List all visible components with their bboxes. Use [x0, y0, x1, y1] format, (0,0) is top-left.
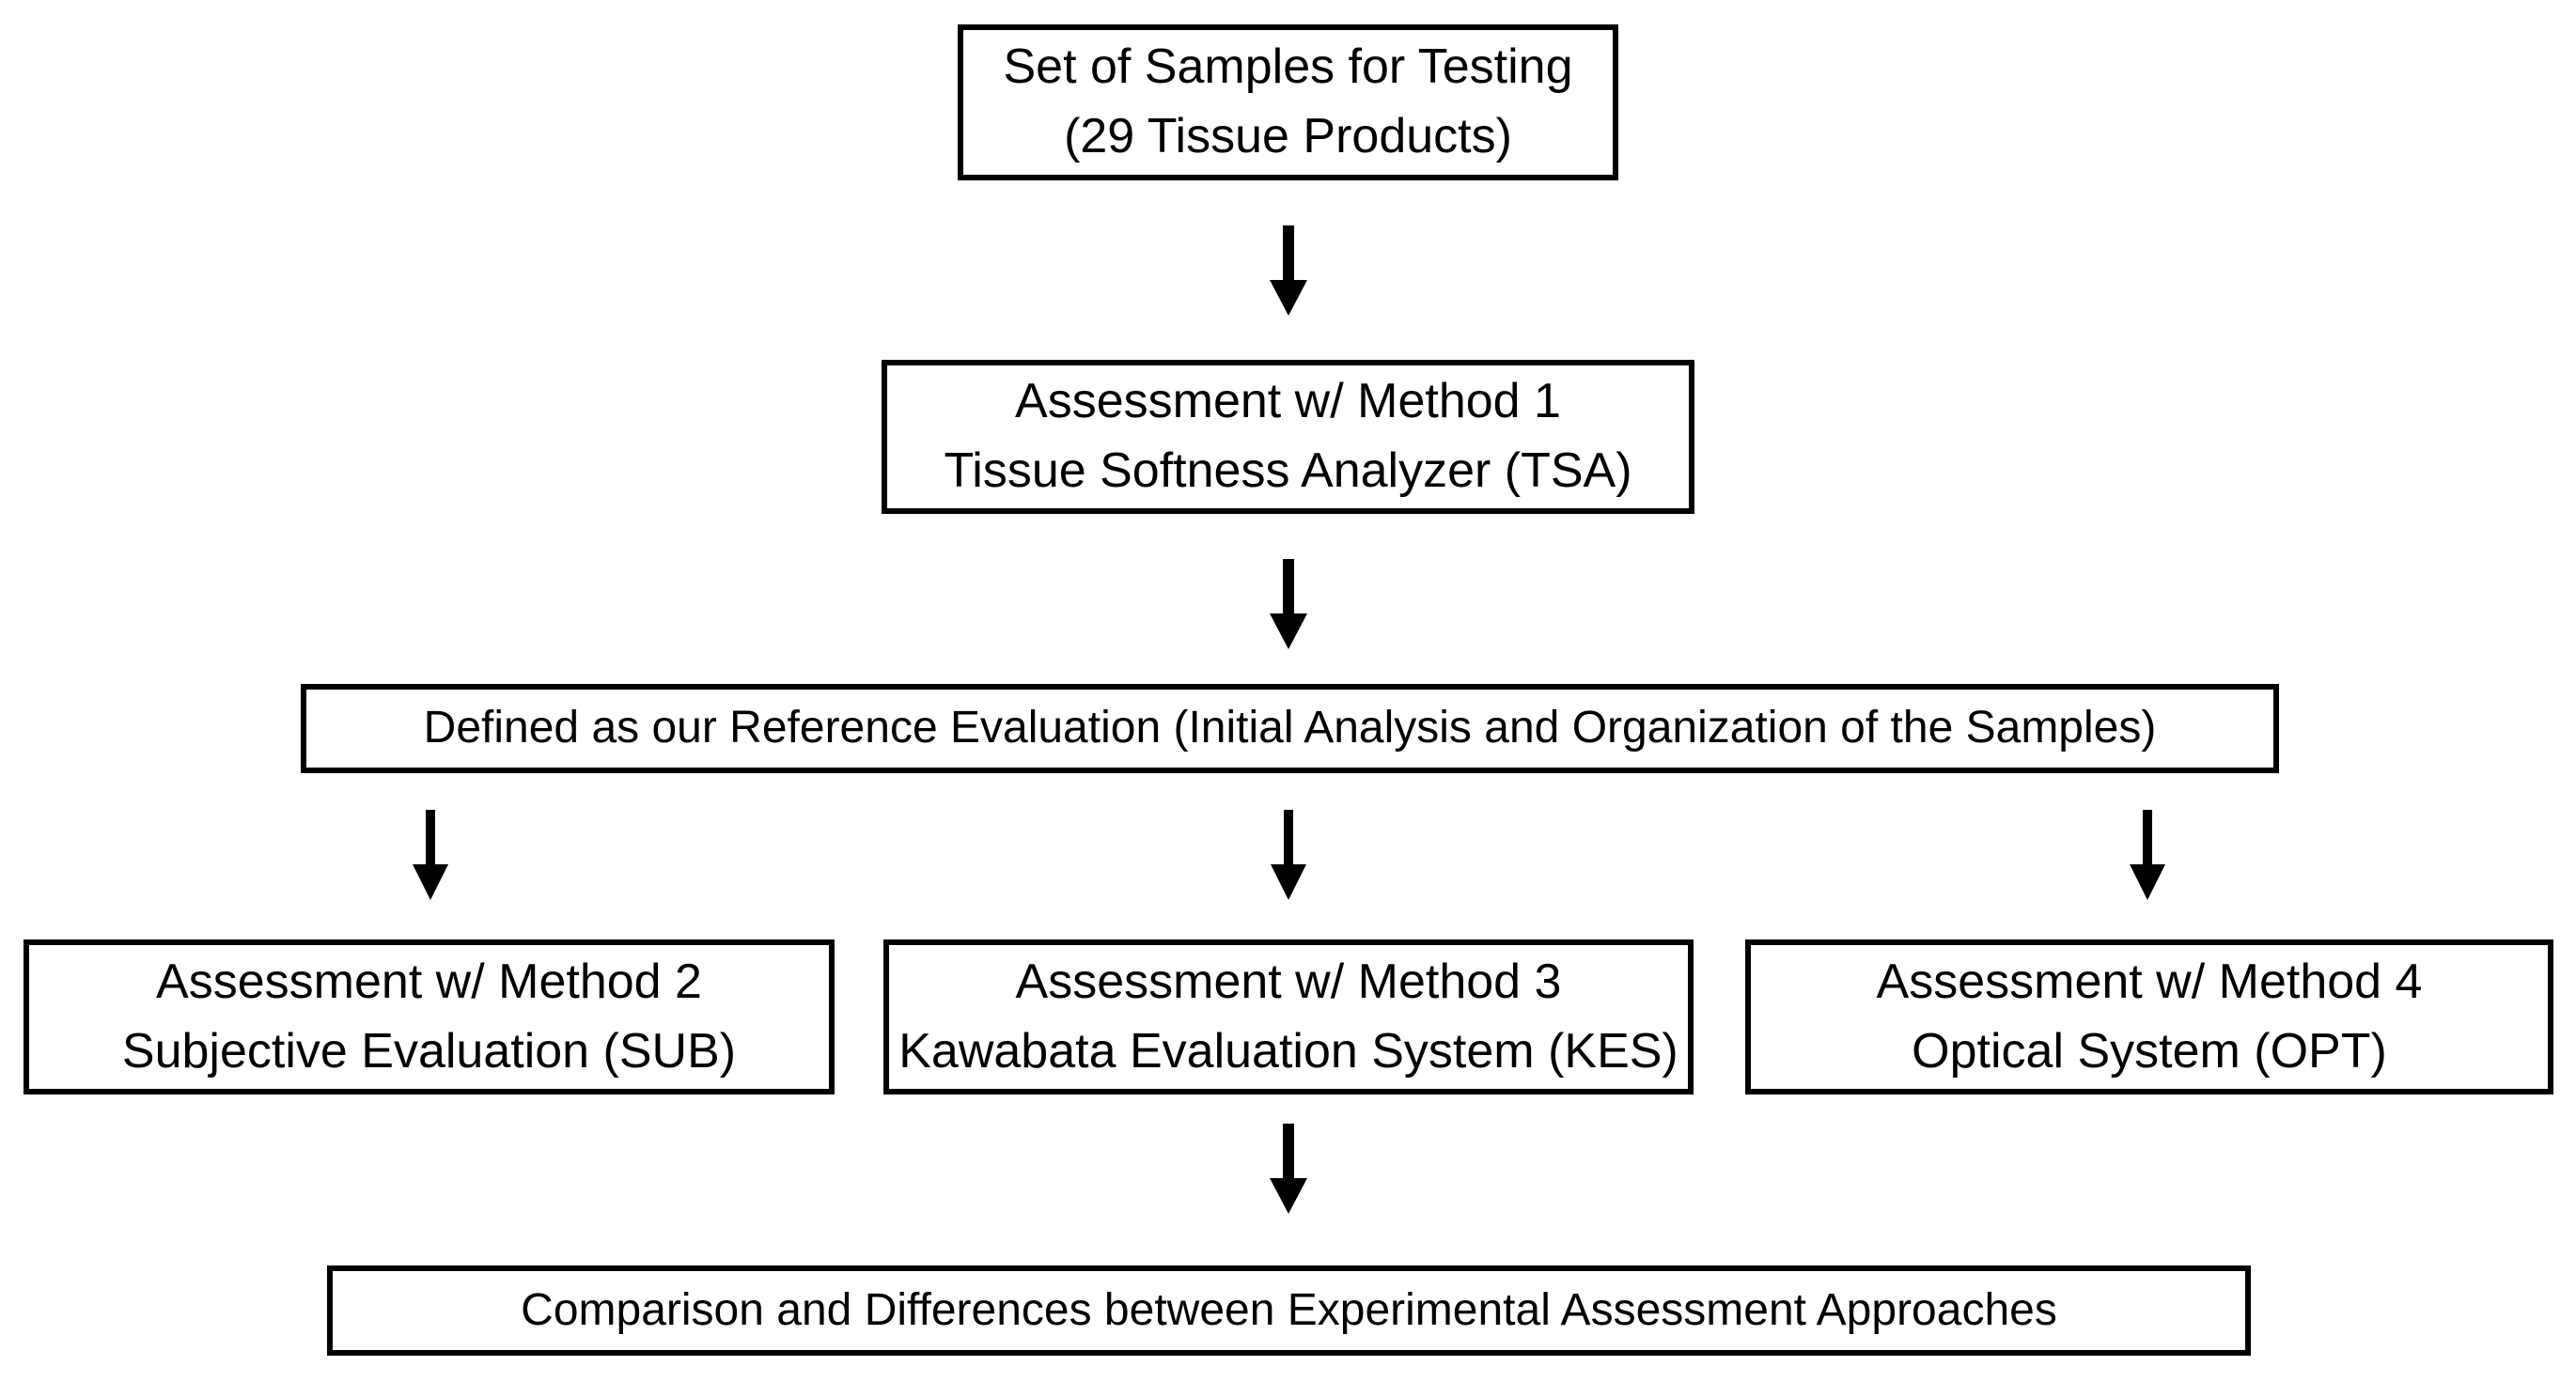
node-reference-evaluation: Defined as our Reference Evaluation (Ini…: [301, 684, 2279, 773]
node-method2-sub: Assessment w/ Method 2 Subjective Evalua…: [23, 939, 835, 1094]
node-set-of-samples-line2: (29 Tissue Products): [1064, 109, 1512, 163]
node-method1-line2: Tissue Softness Analyzer (TSA): [944, 443, 1632, 498]
node-comparison: Comparison and Differences between Exper…: [327, 1265, 2251, 1356]
down-arrow-icon: [413, 810, 448, 900]
node-method3-line1: Assessment w/ Method 3: [1015, 954, 1562, 1009]
down-arrow-icon: [1270, 225, 1307, 316]
node-method4-opt: Assessment w/ Method 4 Optical System (O…: [1745, 939, 2553, 1094]
node-method3-line2: Kawabata Evaluation System (KES): [898, 1023, 1678, 1079]
node-set-of-samples-line1: Set of Samples for Testing: [1003, 39, 1573, 95]
node-method4-line2: Optical System (OPT): [1912, 1023, 2387, 1079]
down-arrow-icon: [1270, 1124, 1307, 1214]
node-set-of-samples: Set of Samples for Testing (29 Tissue Pr…: [958, 24, 1618, 180]
node-method1-tsa: Assessment w/ Method 1 Tissue Softness A…: [882, 360, 1694, 514]
node-method4-line1: Assessment w/ Method 4: [1876, 954, 2423, 1009]
down-arrow-icon: [1270, 559, 1307, 649]
down-arrow-icon: [1271, 810, 1306, 900]
node-comparison-line1: Comparison and Differences between Exper…: [521, 1284, 2057, 1335]
node-method1-line1: Assessment w/ Method 1: [1015, 374, 1561, 429]
node-method2-line1: Assessment w/ Method 2: [156, 954, 702, 1009]
node-method3-kes: Assessment w/ Method 3 Kawabata Evaluati…: [883, 939, 1694, 1094]
down-arrow-icon: [2130, 810, 2165, 900]
node-reference-evaluation-line1: Defined as our Reference Evaluation (Ini…: [423, 703, 2157, 753]
node-method2-line2: Subjective Evaluation (SUB): [121, 1023, 737, 1079]
